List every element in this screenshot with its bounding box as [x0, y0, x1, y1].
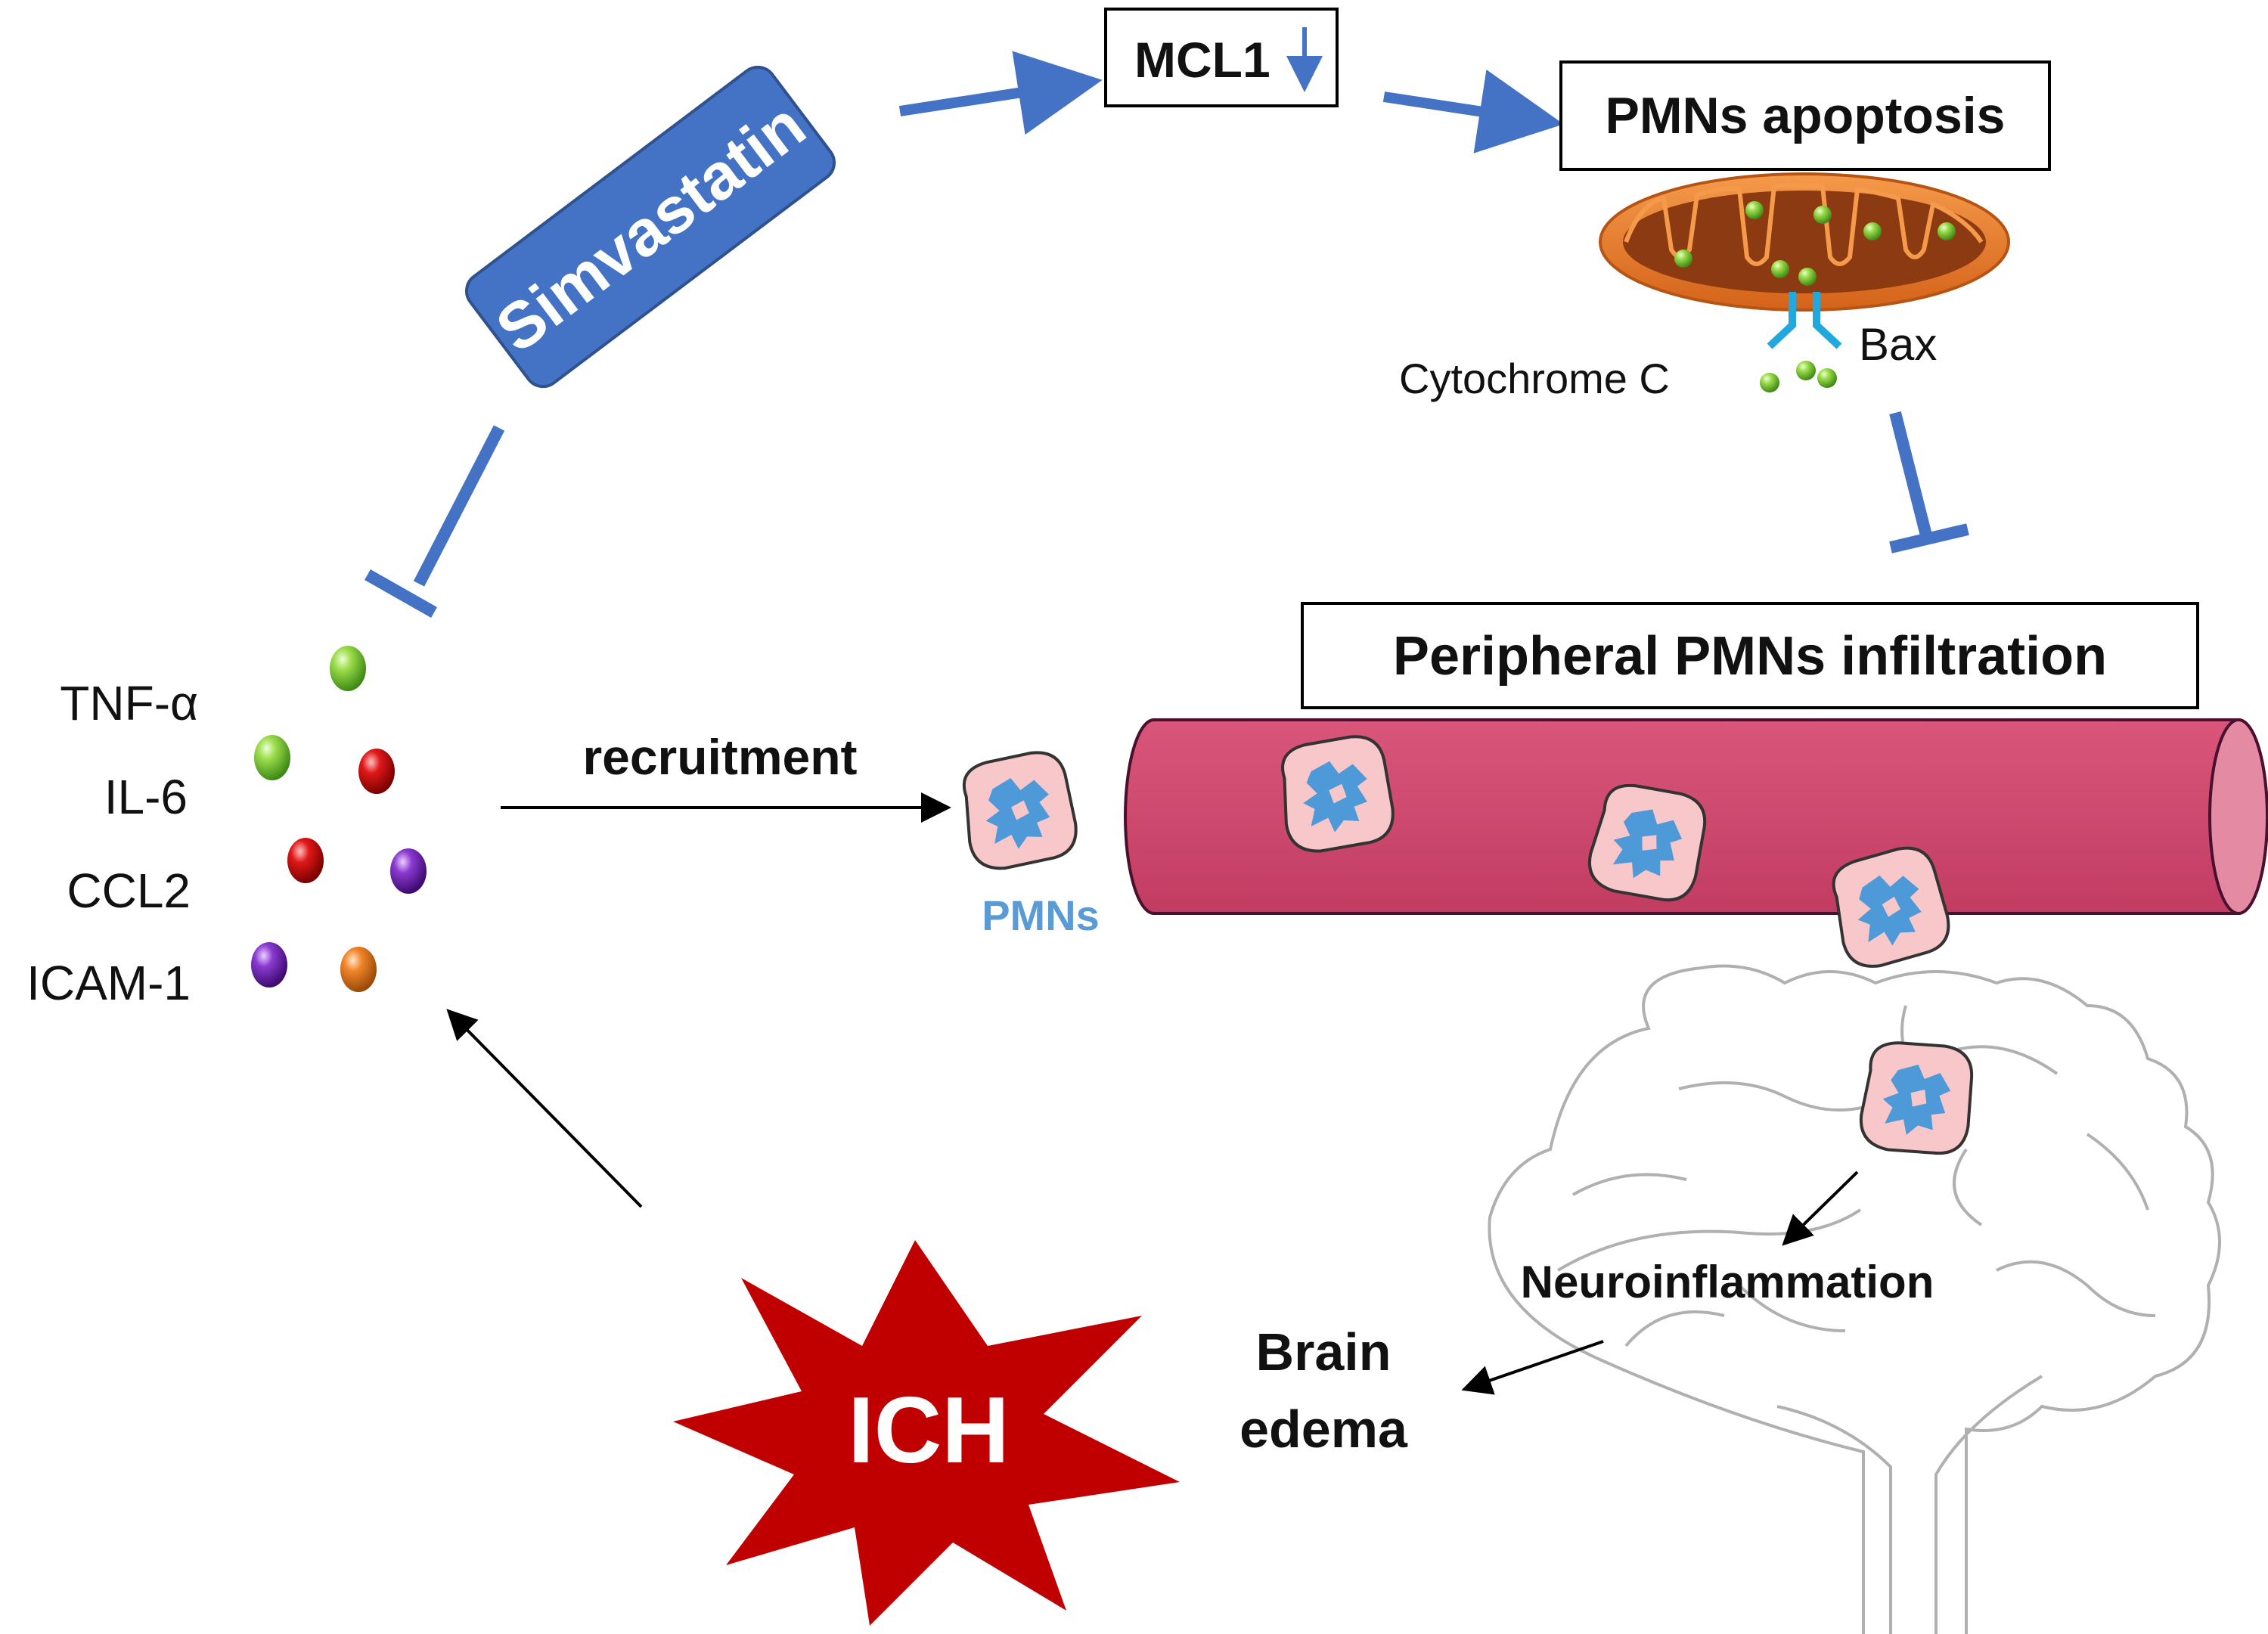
recruitment-label: recruitment	[582, 729, 857, 785]
cytokine-beads	[251, 646, 427, 992]
arrow-to-neuroinflammation	[1782, 1170, 1859, 1246]
brain-edema-line1: Brain	[1256, 1322, 1392, 1381]
mcl1-box: MCL1	[1104, 8, 1339, 107]
pmns-apoptosis-box: PMNs apoptosis	[1559, 60, 2051, 171]
green-bead-icon	[254, 735, 290, 780]
brain-edema-line2: edema	[1239, 1400, 1408, 1459]
arrow-mcl1-to-apoptosis	[1382, 69, 1564, 153]
ich-starburst-icon: ICH	[673, 1240, 1180, 1626]
inhibit-apoptosis-to-infiltration	[1889, 411, 1969, 553]
cytokine-icam1: ICAM-1	[26, 956, 191, 1010]
red-bead-icon	[358, 749, 395, 794]
purple-bead-icon	[390, 848, 427, 894]
inhibit-simvastatin-to-cytokines	[365, 425, 505, 618]
cytokine-labels: TNF-α IL-6 CCL2 ICAM-1	[26, 676, 198, 1010]
bax-label: Bax	[1859, 319, 1937, 370]
infiltration-label: Peripheral PMNs infiltration	[1393, 626, 2107, 687]
pmn-cell-icon	[954, 746, 1083, 876]
arrow-ich-to-cytokines	[446, 1009, 643, 1208]
arrow-simvastatin-to-mcl1	[898, 51, 1103, 135]
mitochondrion-icon	[1599, 172, 2010, 312]
cytochrome-c-icon	[1760, 361, 1837, 392]
red-bead-icon	[287, 838, 324, 883]
orange-bead-icon	[340, 947, 377, 992]
cytochrome-c-label: Cytochrome C	[1399, 355, 1670, 402]
pmn-cell-icon	[1856, 1037, 1978, 1160]
pmns-label: PMNs	[982, 891, 1100, 939]
cytokine-il6: IL-6	[104, 770, 188, 824]
ich-label: ICH	[848, 1378, 1010, 1483]
pmns-apoptosis-label: PMNs apoptosis	[1606, 87, 2006, 144]
pmn-cell-icon	[1274, 730, 1399, 857]
infiltration-box: Peripheral PMNs infiltration	[1301, 602, 2199, 709]
simvastatin-badge: Simvastatin	[464, 65, 836, 389]
cytokine-ccl2: CCL2	[67, 864, 191, 918]
mcl1-label: MCL1	[1134, 32, 1271, 88]
brain-outline-icon	[1488, 964, 2221, 1634]
arrow-to-brain-edema	[1461, 1340, 1604, 1395]
purple-bead-icon	[251, 942, 287, 988]
green-bead-icon	[330, 646, 366, 691]
cytokine-tnf: TNF-α	[60, 676, 198, 730]
neuroinflammation-label: Neuroinflammation	[1521, 1257, 1934, 1307]
bax-channel-icon	[1767, 292, 1842, 349]
simvastatin-label: Simvastatin	[483, 88, 818, 366]
